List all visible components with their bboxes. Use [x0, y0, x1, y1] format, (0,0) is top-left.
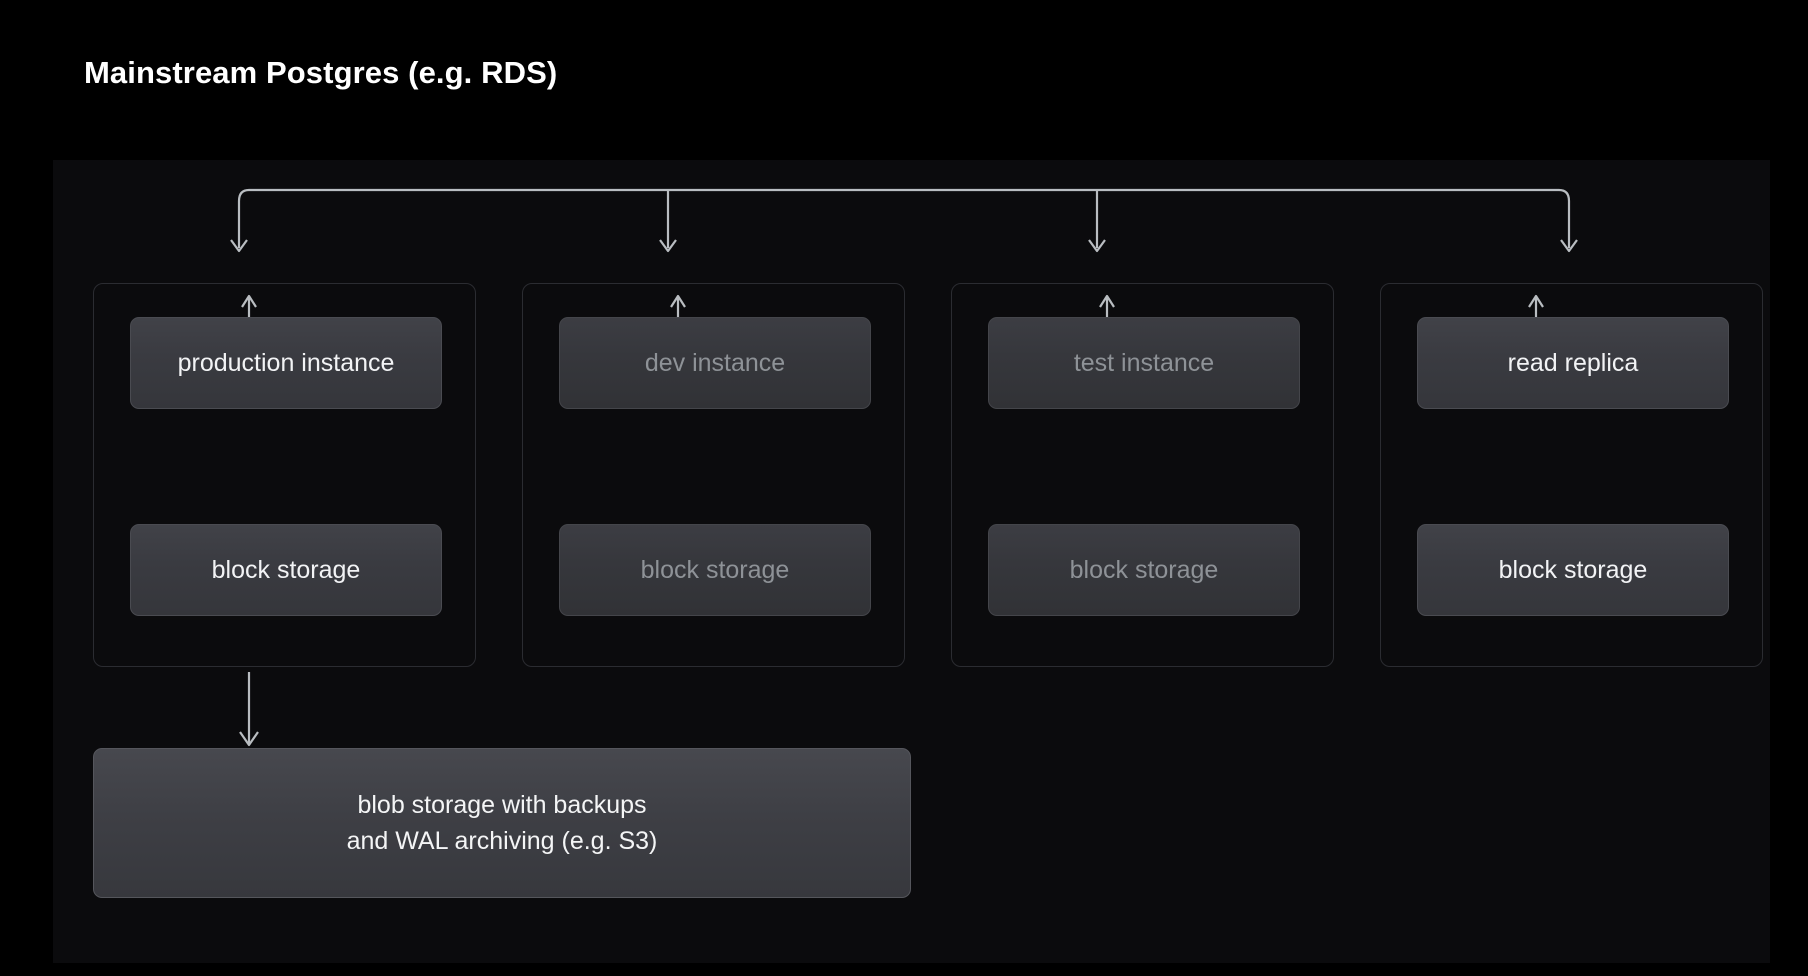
blob-storage-line-2: and WAL archiving (e.g. S3) — [346, 826, 658, 855]
node-dev-instance[interactable]: dev instance — [559, 317, 871, 409]
group-test[interactable]: test instance block storage — [951, 283, 1334, 667]
bus-right-corner — [1558, 188, 1571, 248]
bus-left-corner — [237, 188, 250, 248]
node-read-replica[interactable]: read replica — [1417, 317, 1729, 409]
arrowhead-dev — [659, 239, 677, 253]
blob-storage-line-1: blob storage with backups — [357, 790, 647, 819]
node-production-block-storage[interactable]: block storage — [130, 524, 442, 616]
arrowhead-replica — [1560, 239, 1578, 253]
group-production[interactable]: production instance block storage — [93, 283, 476, 667]
node-read-replica-block-storage[interactable]: block storage — [1417, 524, 1729, 616]
group-read-replica[interactable]: read replica block storage — [1380, 283, 1763, 667]
arrowhead-production — [230, 239, 248, 253]
diagram-canvas: production instance block storage dev in… — [53, 160, 1770, 963]
page-title: Mainstream Postgres (e.g. RDS) — [84, 55, 558, 90]
node-dev-block-storage[interactable]: block storage — [559, 524, 871, 616]
arrowhead-test — [1088, 239, 1106, 253]
node-production-instance[interactable]: production instance — [130, 317, 442, 409]
node-test-block-storage[interactable]: block storage — [988, 524, 1300, 616]
blob-connector-arrow — [239, 731, 259, 747]
group-dev[interactable]: dev instance block storage — [522, 283, 905, 667]
node-blob-storage[interactable]: blob storage with backups and WAL archiv… — [93, 748, 911, 898]
node-test-instance[interactable]: test instance — [988, 317, 1300, 409]
